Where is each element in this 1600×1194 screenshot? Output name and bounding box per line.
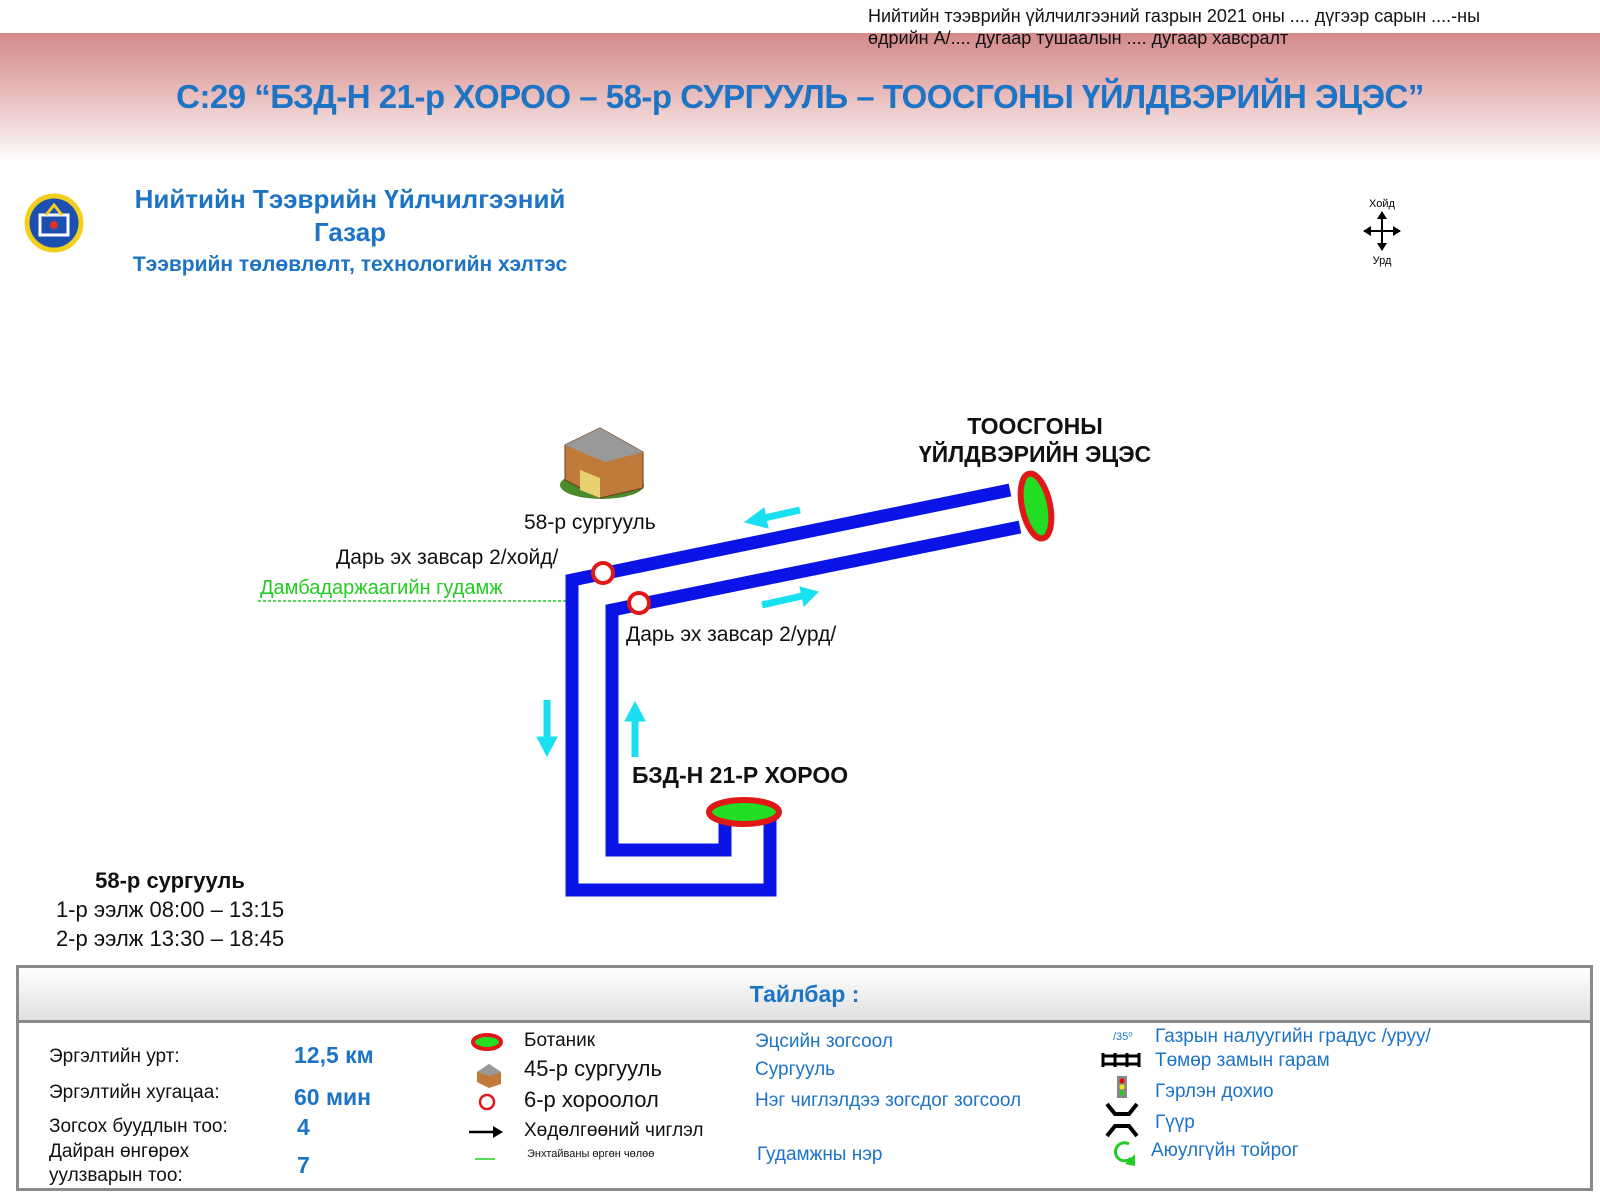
terminal-top-label: ТООСГОНЫ ҮЙЛДВЭРИЙН ЭЦЭС xyxy=(880,412,1190,468)
stat-label: Зогсох буудлын тоо: xyxy=(49,1116,228,1137)
symbol-label: Энхтайваны өргөн чөлөө xyxy=(527,1148,655,1160)
other-label: Гэрлэн дохио xyxy=(1155,1081,1274,1102)
legend-panel: Тайлбар : Эргэлтийн урт: 12,5 км Эргэлти… xyxy=(16,965,1593,1191)
bridge-icon xyxy=(1105,1102,1139,1138)
school-building-icon xyxy=(477,1064,501,1088)
compass-north: Хойд xyxy=(1369,198,1395,210)
symbol-label: Ботаник xyxy=(524,1030,596,1051)
legend-symbol-column xyxy=(469,1033,503,1160)
stop-north-label: Дарь эх завсар 2/хойд/ xyxy=(336,546,559,569)
stop-north-marker xyxy=(591,561,615,585)
org-department: Тээврийн төлөвлөлт, технологийн хэлтэс xyxy=(132,253,568,276)
symbol-description: Эцсийн зогсоол xyxy=(755,1031,893,1052)
compass-arrows-icon xyxy=(1363,211,1401,251)
legend-other-icons xyxy=(1101,1053,1141,1166)
schedule-shift1: 1-р ээлж 08:00 – 13:15 xyxy=(55,897,285,922)
schedule-title: 58-р сургууль xyxy=(95,868,245,893)
school-building-icon xyxy=(560,427,644,499)
stat-value: 12,5 км xyxy=(294,1042,374,1068)
symbol-description: Сургууль xyxy=(755,1059,836,1080)
route-title: С:29 “БЗД-Н 21-р ХОРОО – 58-р СУРГУУЛЬ –… xyxy=(176,78,1424,115)
slope-icon: /35⁰ xyxy=(1113,1031,1133,1043)
arrow-icon xyxy=(469,1126,503,1138)
stop-circle-icon xyxy=(478,1093,496,1111)
direction-arrow-icon xyxy=(761,586,819,609)
schedule-shift2: 2-р ээлж 13:30 – 18:45 xyxy=(55,926,285,951)
org-name-line1: Нийтийн Тээврийн Үйлчилгээний xyxy=(134,184,566,214)
symbol-label: 45-р сургууль xyxy=(524,1056,662,1081)
stat-label: Дайран өнгөрөх уулзварын тоо: xyxy=(49,1141,190,1186)
route-inbound xyxy=(605,520,1022,857)
order-note: Нийтийн тээврийн үйлчилгээний газрын 202… xyxy=(868,5,1480,49)
symbol-description: Нэг чиглэлдээ зогсдог зогсоол xyxy=(755,1090,1022,1111)
stat-label: Эргэлтийн хугацаа: xyxy=(49,1082,220,1103)
order-note-line1: Нийтийн тээврийн үйлчилгээний газрын 202… xyxy=(868,6,1481,26)
org-logo-icon xyxy=(24,193,84,253)
symbol-label: Хөдөлгөөний чиглэл xyxy=(524,1120,704,1141)
school-schedule: 58-р сургууль 1-р ээлж 08:00 – 13:15 2-р… xyxy=(30,866,310,953)
direction-arrow-icon xyxy=(743,506,801,529)
order-note-line2: өдрийн А/.... дугаар тушаалын .... дугаа… xyxy=(868,28,1289,48)
route-map xyxy=(258,427,1055,897)
symbol-description: Гудамжны нэр xyxy=(757,1144,883,1165)
school-label: 58-р сургууль xyxy=(524,511,656,534)
other-label: Аюулгүйн тойрог xyxy=(1151,1140,1299,1161)
other-label: Төмөр замын гарам xyxy=(1155,1050,1330,1071)
street-label: Дамбадаржаагийн гудамж xyxy=(260,577,503,599)
stat-value: 4 xyxy=(297,1114,310,1140)
direction-arrow-icon xyxy=(624,700,646,757)
terminal-bottom-marker xyxy=(706,797,782,827)
terminal-top-marker xyxy=(1017,470,1055,542)
compass: Хойд Урд xyxy=(1363,198,1401,267)
traffic-light-icon xyxy=(1117,1076,1127,1098)
terminal-bottom-label: БЗД-Н 21-Р ХОРОО xyxy=(632,762,849,788)
compass-south: Урд xyxy=(1372,255,1392,267)
direction-arrow-icon xyxy=(536,700,558,758)
stat-label: Эргэлтийн урт: xyxy=(49,1046,180,1067)
stat-value: 7 xyxy=(297,1152,310,1178)
title-band xyxy=(0,33,1600,163)
stat-value: 60 мин xyxy=(294,1084,372,1110)
org-header: Нийтийн Тээврийн Үйлчилгээний Газар Тээв… xyxy=(95,183,605,277)
route-outbound xyxy=(565,483,1012,897)
symbol-label: 6-р хороолол xyxy=(524,1087,659,1112)
other-label: Гүүр xyxy=(1155,1112,1195,1133)
roundabout-icon xyxy=(1113,1141,1135,1166)
stop-south-marker xyxy=(627,591,651,615)
legend-title: Тайлбар : xyxy=(19,968,1590,1023)
terminal-ellipse-icon xyxy=(471,1033,503,1051)
railway-crossing-icon xyxy=(1101,1053,1141,1067)
stop-south-label: Дарь эх завсар 2/урд/ xyxy=(626,623,837,646)
terminal-top-label-line1: ТООСГОНЫ xyxy=(967,413,1103,439)
org-name-line2: Газар xyxy=(313,217,387,247)
other-label: Газрын налуугийн градус /уруу/ xyxy=(1155,1026,1431,1047)
terminal-top-label-line2: ҮЙЛДВЭРИЙН ЭЦЭС xyxy=(918,441,1152,467)
